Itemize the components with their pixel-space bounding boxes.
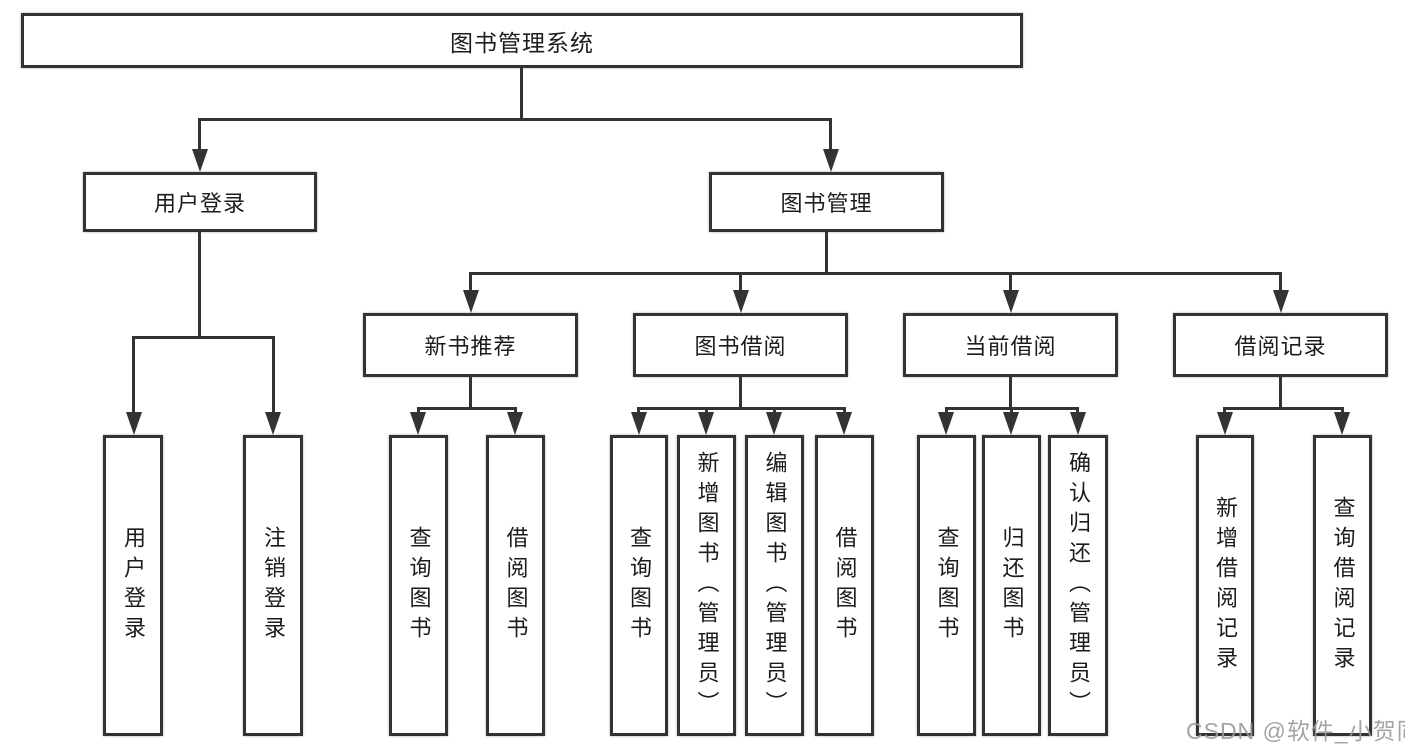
connector-line	[469, 377, 472, 407]
leaf-logout: 注销登录	[243, 435, 303, 736]
leaf-query-borrow-record: 查询借阅记录	[1313, 435, 1372, 736]
arrowhead-down-icon	[1070, 412, 1086, 435]
connector-line	[637, 407, 846, 410]
arrowhead-down-icon	[938, 412, 954, 435]
connector-line	[739, 272, 742, 292]
arrowhead-down-icon	[1273, 290, 1289, 313]
connector-line	[843, 407, 846, 416]
connector-line	[198, 118, 201, 152]
leaf-query-books-recommend: 查询图书	[389, 435, 448, 736]
arrowhead-down-icon	[1217, 412, 1233, 435]
connector-line	[132, 336, 135, 414]
connector-line	[825, 232, 828, 272]
arrowhead-down-icon	[126, 412, 142, 435]
leaf-query-books-current: 查询图书	[917, 435, 976, 736]
arrowhead-down-icon	[1334, 412, 1350, 435]
node-new-book-recommendation: 新书推荐	[363, 313, 578, 377]
arrowhead-down-icon	[766, 412, 782, 435]
connector-line	[773, 407, 776, 416]
leaf-user-login: 用户登录	[103, 435, 163, 736]
leaf-confirm-return-admin: 确认归还（管理员）	[1048, 435, 1108, 736]
node-book-management: 图书管理	[709, 172, 944, 232]
connector-line	[1010, 407, 1013, 416]
connector-line	[469, 272, 1282, 275]
arrowhead-down-icon	[410, 412, 426, 435]
leaf-borrow-books-borrowing: 借阅图书	[815, 435, 874, 736]
connector-line	[637, 407, 640, 416]
connector-line	[198, 232, 201, 336]
connector-line	[1279, 272, 1282, 292]
node-current-borrowing: 当前借阅	[903, 313, 1118, 377]
arrowhead-down-icon	[836, 412, 852, 435]
leaf-add-book-admin: 新增图书（管理员）	[677, 435, 736, 736]
arrowhead-down-icon	[733, 290, 749, 313]
leaf-query-books-borrowing: 查询图书	[610, 435, 668, 736]
connector-line	[1076, 407, 1079, 416]
arrowhead-down-icon	[823, 149, 839, 172]
connector-line	[1279, 377, 1282, 407]
connector-line	[829, 118, 832, 152]
arrowhead-down-icon	[265, 412, 281, 435]
leaf-edit-book-admin: 编辑图书（管理员）	[745, 435, 804, 736]
arrowhead-down-icon	[1003, 290, 1019, 313]
connector-line	[514, 407, 517, 416]
connector-line	[469, 272, 472, 292]
connector-line	[1223, 407, 1226, 416]
arrowhead-down-icon	[698, 412, 714, 435]
node-book-borrowing: 图书借阅	[633, 313, 848, 377]
connector-line	[945, 407, 948, 416]
arrowhead-down-icon	[507, 412, 523, 435]
connector-line	[417, 407, 517, 410]
connector-line	[1009, 377, 1012, 407]
arrowhead-down-icon	[192, 149, 208, 172]
connector-line	[705, 407, 708, 416]
connector-line	[739, 377, 742, 407]
connector-line	[1341, 407, 1344, 416]
arrowhead-down-icon	[631, 412, 647, 435]
connector-line	[417, 407, 420, 416]
connector-line	[1223, 407, 1344, 410]
leaf-borrow-books-recommend: 借阅图书	[486, 435, 545, 736]
connector-line	[1009, 272, 1012, 292]
arrowhead-down-icon	[463, 290, 479, 313]
watermark: CSDN @软件_小贺同学	[1186, 718, 1405, 744]
arrowhead-down-icon	[1003, 412, 1019, 435]
connector-line	[520, 68, 523, 118]
connector-line	[272, 336, 275, 414]
leaf-return-book: 归还图书	[982, 435, 1041, 736]
connector-line	[198, 118, 832, 121]
node-library-management-system: 图书管理系统	[21, 13, 1023, 68]
node-borrowing-records: 借阅记录	[1173, 313, 1388, 377]
node-user-login: 用户登录	[83, 172, 317, 232]
connector-line	[132, 336, 275, 339]
leaf-add-borrow-record: 新增借阅记录	[1196, 435, 1254, 736]
